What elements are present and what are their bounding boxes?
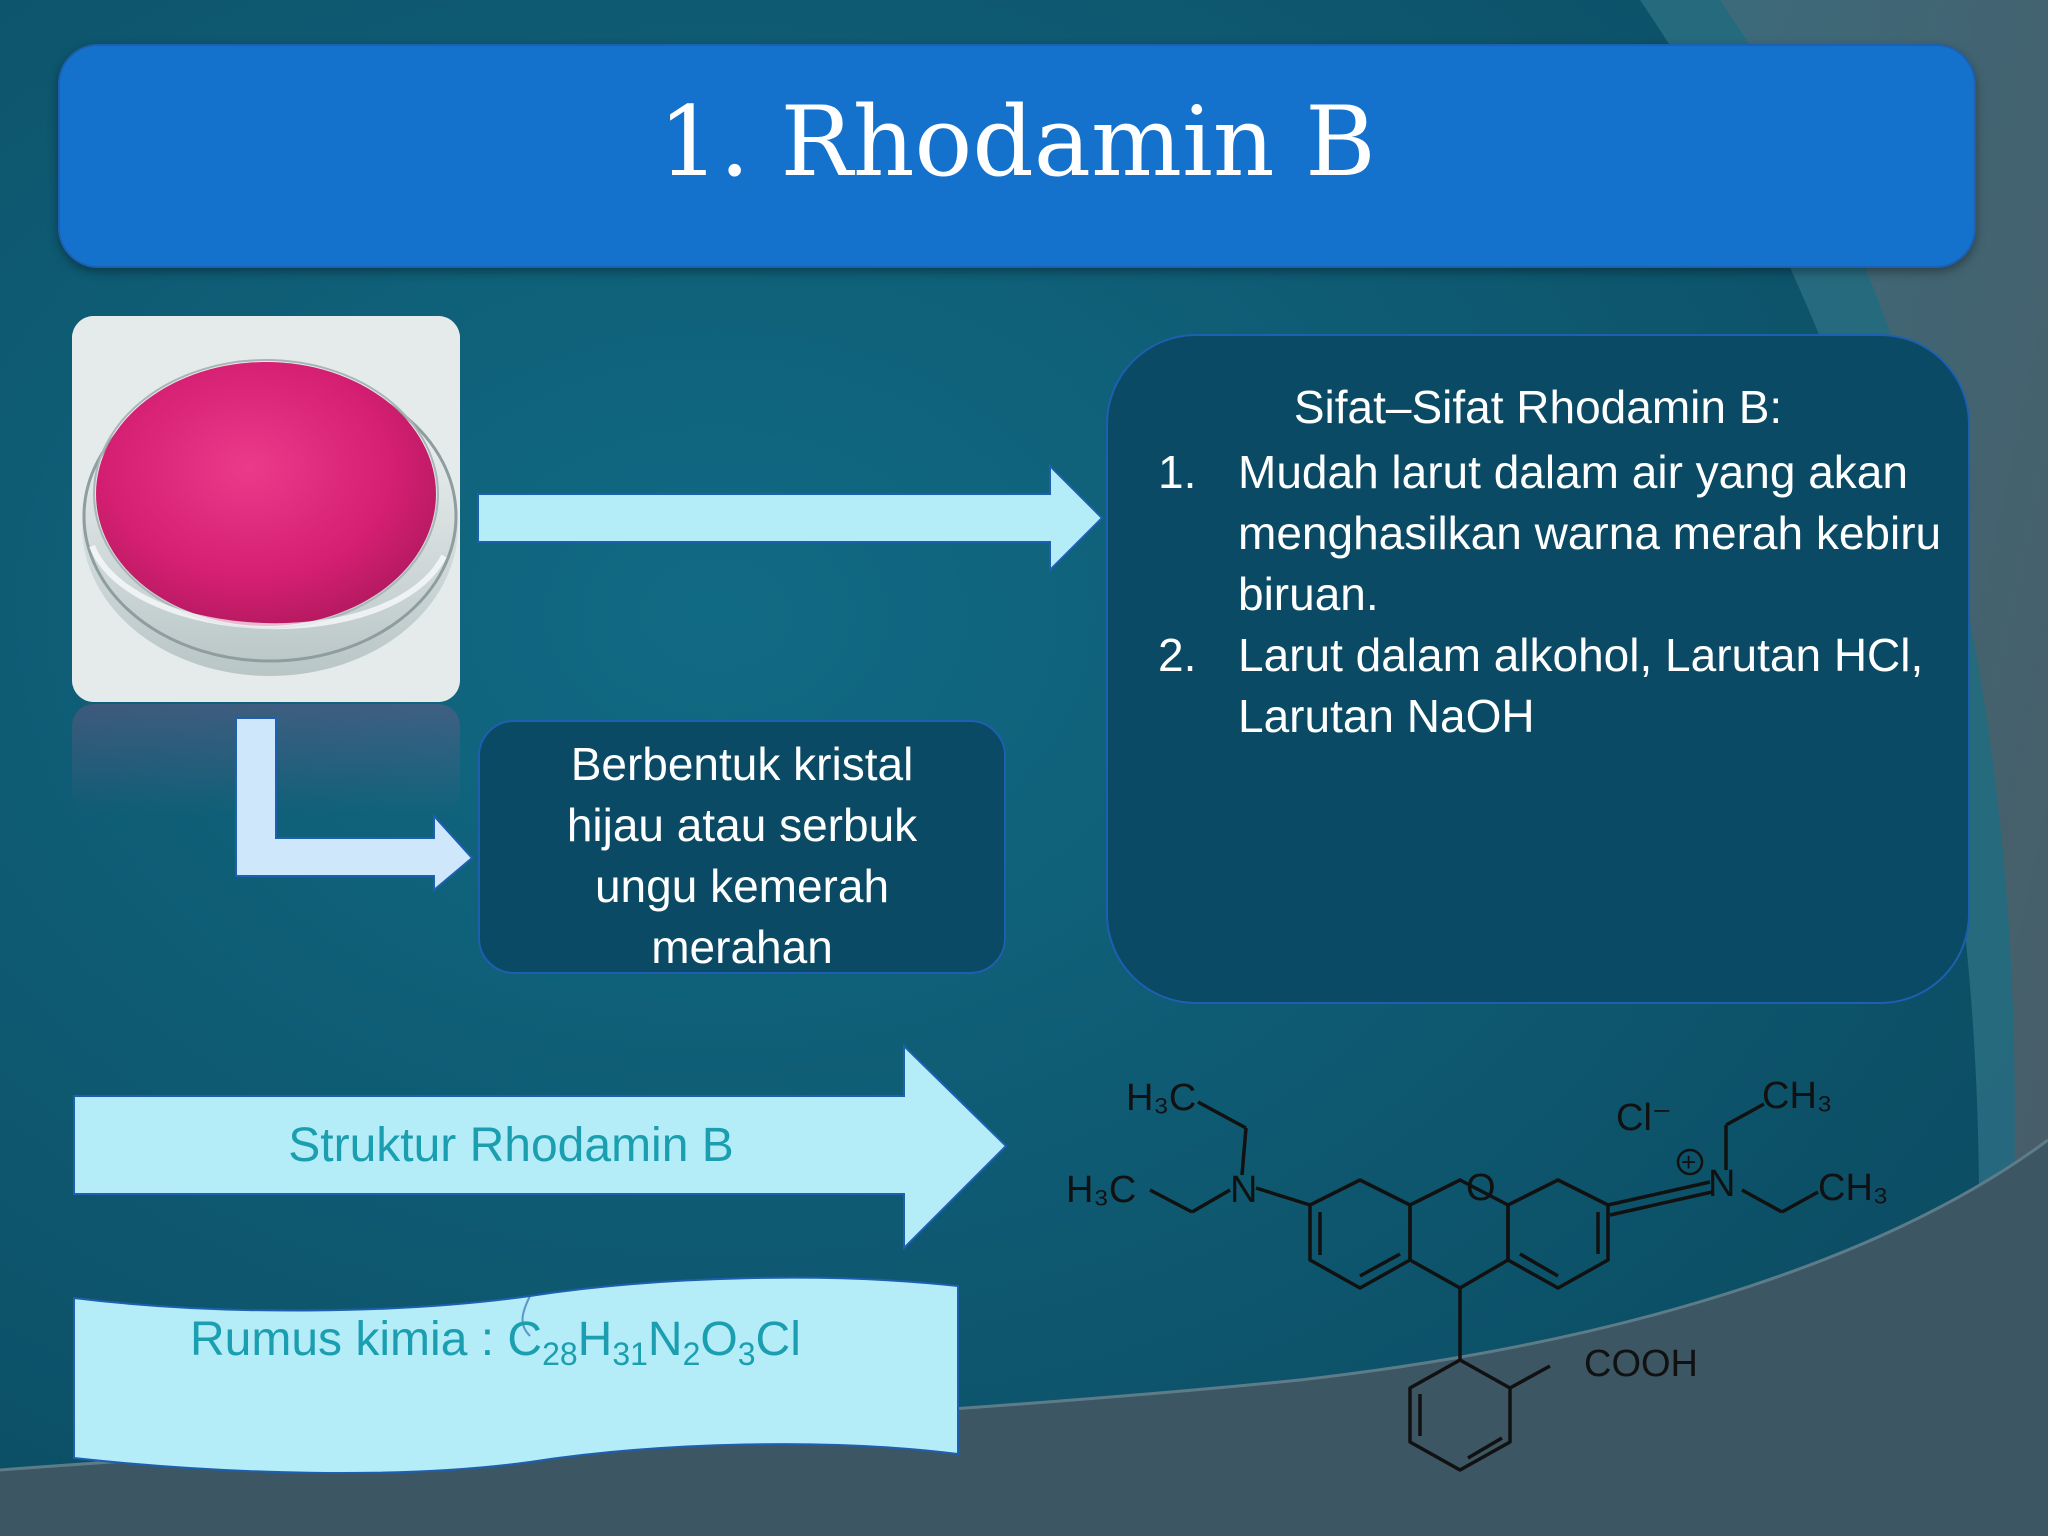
formula-element: N [647, 1313, 683, 1366]
positive-charge-icon [1676, 1148, 1704, 1176]
right-arrow-to-properties [477, 464, 1104, 572]
mol-label-ch3-right: CH₃ [1818, 1167, 1888, 1209]
property-number: 1. [1158, 446, 1197, 498]
properties-title: Sifat–Sifat Rhodamin B: [1293, 381, 1783, 433]
formula-subscript: 2 [682, 1336, 701, 1372]
left-benzene-ring [1308, 1178, 1412, 1290]
formula-element: H [577, 1313, 613, 1366]
formula-element: C [507, 1313, 543, 1366]
title-bar: 1. Rhodamin B [58, 44, 1976, 268]
mol-label-n-right: N [1708, 1163, 1735, 1205]
property-text: Mudah larut dalam air yang akan menghasi… [1238, 446, 1942, 620]
form-line-2: hijau atau serbuk [566, 799, 918, 851]
right-benzene-ring [1506, 1178, 1610, 1290]
formula-subscript: 3 [737, 1336, 756, 1372]
structure-arrow [73, 1044, 1008, 1250]
form-line-3: ungu kemerah [594, 860, 890, 912]
form-description-box: Berbentuk kristal hijau atau serbuk ungu… [478, 720, 1006, 974]
mol-label-ch3-top: CH₃ [1762, 1075, 1832, 1117]
property-number: 2. [1158, 629, 1197, 681]
property-item: 1. Mudah larut dalam air yang akan mengh… [1158, 442, 1948, 625]
form-line-4: merahan [651, 921, 833, 973]
structure-label: Struktur Rhodamin B [288, 1119, 734, 1172]
mol-label-plus: + [1681, 1147, 1696, 1177]
properties-box: Sifat–Sifat Rhodamin B: 1. Mudah larut d… [1106, 334, 1970, 1004]
properties-list: 1. Mudah larut dalam air yang akan mengh… [1158, 442, 1948, 747]
phenyl-ring [1408, 1358, 1512, 1472]
rhodamine-structure-diagram: H₃C H₃C N O Cl⁻ N CH₃ CH₃ COOH + [1066, 1075, 1888, 1472]
mol-label-cooh: COOH [1584, 1343, 1698, 1385]
rhodamine-powder-dish-image [72, 316, 460, 702]
formula-prefix: Rumus kimia : [190, 1313, 508, 1366]
mol-label-h3c-left: H₃C [1066, 1169, 1136, 1211]
mol-label-n-left: N [1230, 1169, 1257, 1211]
slide-title: 1. Rhodamin B [658, 86, 1376, 198]
property-item: 2. Larut dalam alkohol, Larutan HCl, Lar… [1158, 625, 1948, 747]
chemical-formula: Rumus kimia : C28H31N2O3Cl [190, 1312, 801, 1373]
formula-element: O [700, 1313, 738, 1366]
property-text: Larut dalam alkohol, Larutan HCl, Laruta… [1238, 629, 1924, 742]
mol-label-h3c-top: H₃C [1126, 1077, 1196, 1119]
formula-subscript: 28 [542, 1336, 578, 1372]
mol-label-chloride: Cl⁻ [1616, 1097, 1672, 1139]
mol-label-oxygen: O [1466, 1167, 1496, 1209]
form-line-1: Berbentuk kristal [570, 738, 914, 790]
elbow-arrow-to-form [235, 717, 474, 893]
formula-banner [73, 1276, 959, 1474]
formula-subscript: 31 [612, 1336, 648, 1372]
formula-element: Cl [755, 1313, 801, 1366]
